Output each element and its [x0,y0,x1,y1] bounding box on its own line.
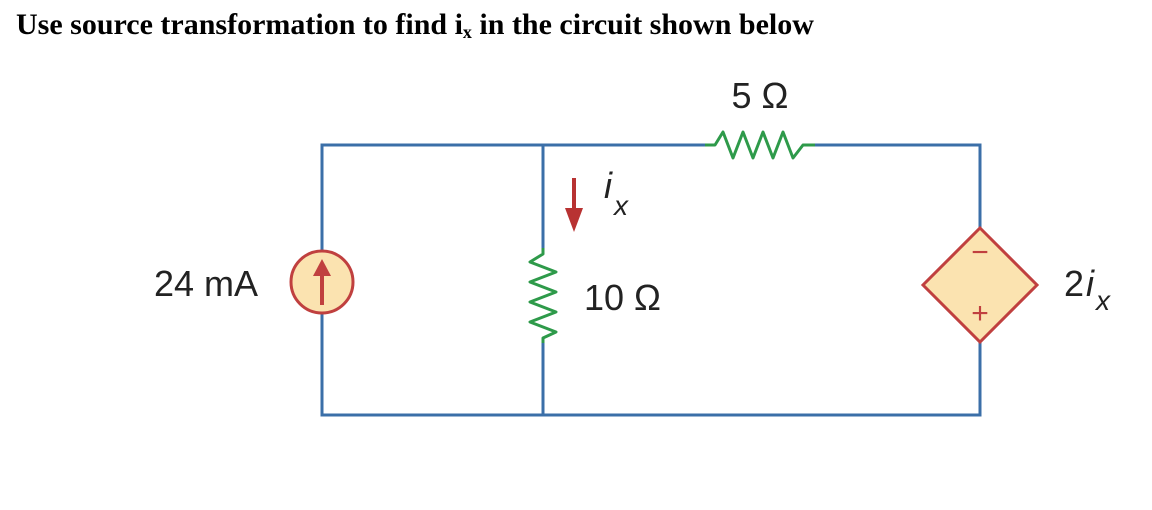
resistor-5-ohm [705,130,815,160]
dependent-voltage-source: − + [920,225,1040,345]
current-source-label: 24 mA [154,263,258,304]
circuit-wires [320,143,982,417]
wire-bottom [320,313,982,417]
current-ix-var: i [604,165,613,206]
dep-source-sub: x [1094,285,1111,316]
wire-top-right [815,143,982,228]
up-arrow-icon [313,259,331,276]
question-subscript: x [462,22,472,42]
question-text-after: in the circuit shown below [471,8,814,41]
dep-source-coef: 2 [1064,263,1084,304]
resistor-10-ohm-label: 10 Ω [584,277,661,318]
dep-source-var: i [1086,263,1095,304]
resistor-10-ohm [528,248,558,343]
current-ix-sub: x [612,190,629,221]
dep-source-minus: − [971,236,989,269]
down-arrow-icon [565,208,583,232]
dep-source-plus: + [971,297,989,330]
wire-top-left [320,143,705,250]
question-text: Use source transformation to find ix in … [16,8,814,43]
resistor-5-ohm-label: 5 Ω [732,75,789,116]
current-source [289,249,355,315]
question-text-before: Use source transformation to find i [16,8,463,41]
current-arrow-ix [565,178,583,232]
